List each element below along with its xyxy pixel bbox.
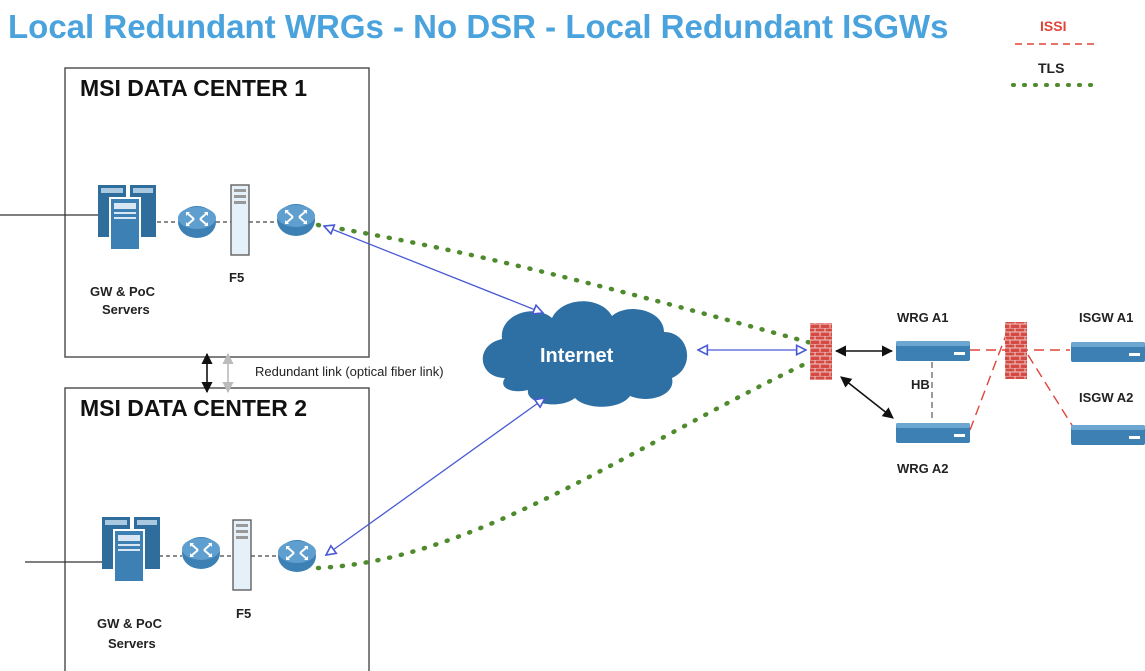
- dc1-internet-link: [324, 226, 543, 313]
- dc2-edge-router-icon: [277, 539, 317, 573]
- data-center-1-box: [64, 67, 370, 358]
- data-center-2-title: MSI DATA CENTER 2: [80, 395, 307, 421]
- data-center-1-title: MSI DATA CENTER 1: [80, 75, 307, 101]
- dc2-internet-link: [326, 398, 545, 555]
- dc1-servers-label-line2: Servers: [102, 302, 150, 317]
- internet-label: Internet: [540, 345, 614, 367]
- issi-firewall-isgw-a2: [1027, 354, 1076, 431]
- dc1-servers-icon: [97, 184, 157, 251]
- firewall-1-icon: [810, 323, 832, 380]
- dc1-router-icon: [177, 205, 217, 239]
- isgw-a2-label: ISGW A2: [1079, 390, 1133, 405]
- dc2-f5-icon: [232, 519, 252, 591]
- legend-tls-label: TLS: [1038, 60, 1064, 76]
- issi-wrg-a2-firewall: [969, 334, 1007, 431]
- legend-issi-label: ISSI: [1040, 18, 1066, 34]
- wrg-a2-icon: [896, 423, 970, 443]
- firewall-wrg-a2-link: [840, 376, 894, 419]
- dc1-servers-label-line1: GW & PoC: [90, 284, 156, 299]
- wrg-a2-label: WRG A2: [897, 461, 949, 476]
- dc1-f5-label: F5: [229, 270, 244, 285]
- tls-link-dc2: [315, 353, 825, 571]
- tls-link-dc1: [315, 222, 825, 349]
- dc1-f5-icon: [230, 184, 250, 256]
- heartbeat-label: HB: [911, 377, 930, 392]
- dc2-servers-icon: [101, 516, 161, 583]
- wrg-a1-icon: [896, 341, 970, 361]
- dc2-servers-label-line2: Servers: [108, 636, 156, 651]
- legend: ISSI TLS: [1011, 18, 1102, 87]
- wrg-a1-label: WRG A1: [897, 310, 949, 325]
- dc2-f5-label: F5: [236, 606, 251, 621]
- dc2-router-icon: [181, 536, 221, 570]
- dc1-edge-router-icon: [276, 203, 316, 237]
- isgw-a1-label: ISGW A1: [1079, 310, 1133, 325]
- isgw-a1-icon: [1071, 342, 1145, 362]
- diagram-title: Local Redundant WRGs - No DSR - Local Re…: [8, 8, 949, 45]
- dc2-servers-label-line1: GW & PoC: [97, 616, 163, 631]
- redundant-link-label: Redundant link (optical fiber link): [255, 364, 444, 379]
- internet-cloud-icon: [482, 301, 688, 407]
- firewall-2-icon: [1005, 322, 1027, 379]
- isgw-a2-icon: [1071, 425, 1145, 445]
